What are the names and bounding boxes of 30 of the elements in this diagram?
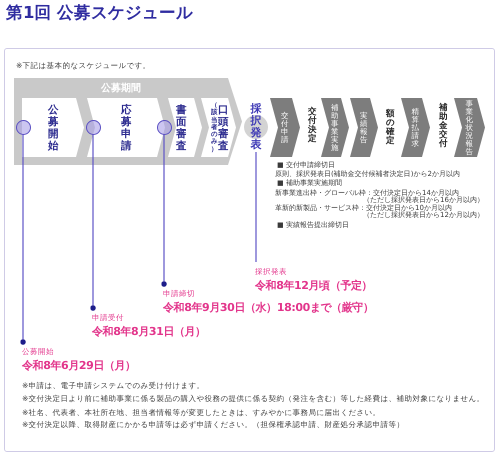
process-step bbox=[87, 98, 165, 157]
milestone-date: 令和8年6月29日（月） bbox=[22, 358, 136, 374]
milestone-date: 令和8年12月頃（予定） bbox=[255, 278, 372, 294]
leader-line bbox=[161, 134, 167, 287]
step-label: 口頭審査 bbox=[218, 104, 228, 152]
process-step bbox=[401, 98, 430, 157]
milestone-marker-icon bbox=[16, 120, 30, 134]
process-step bbox=[168, 98, 202, 157]
leader-line bbox=[255, 152, 257, 262]
process-step bbox=[270, 98, 300, 157]
step-label: 補助金交付 bbox=[439, 104, 448, 150]
step-label: 額の確定 bbox=[386, 110, 394, 146]
process-step bbox=[201, 98, 236, 157]
process-step bbox=[454, 98, 485, 157]
milestone-label: 採択発表 bbox=[250, 103, 262, 151]
step-label: 交付決定 bbox=[308, 108, 316, 144]
leader-line bbox=[20, 134, 26, 345]
milestone-date: 令和8年9月30日（水）18:00まで（厳守） bbox=[163, 300, 374, 316]
leader-line bbox=[90, 134, 96, 311]
step-label: 書面審査 bbox=[176, 104, 186, 152]
milestone-marker-icon bbox=[86, 120, 100, 134]
process-step bbox=[22, 98, 84, 157]
step-label: 応募申請 bbox=[120, 104, 132, 152]
step-label: 公募開始 bbox=[48, 104, 58, 152]
milestone-marker-icon bbox=[156, 120, 172, 134]
milestone-date: 令和8年8月31日（月） bbox=[92, 324, 206, 340]
process-step bbox=[350, 98, 378, 157]
period-band bbox=[14, 78, 242, 165]
page-title: 第1回 公募スケジュール bbox=[6, 3, 194, 23]
process-step bbox=[321, 98, 349, 157]
